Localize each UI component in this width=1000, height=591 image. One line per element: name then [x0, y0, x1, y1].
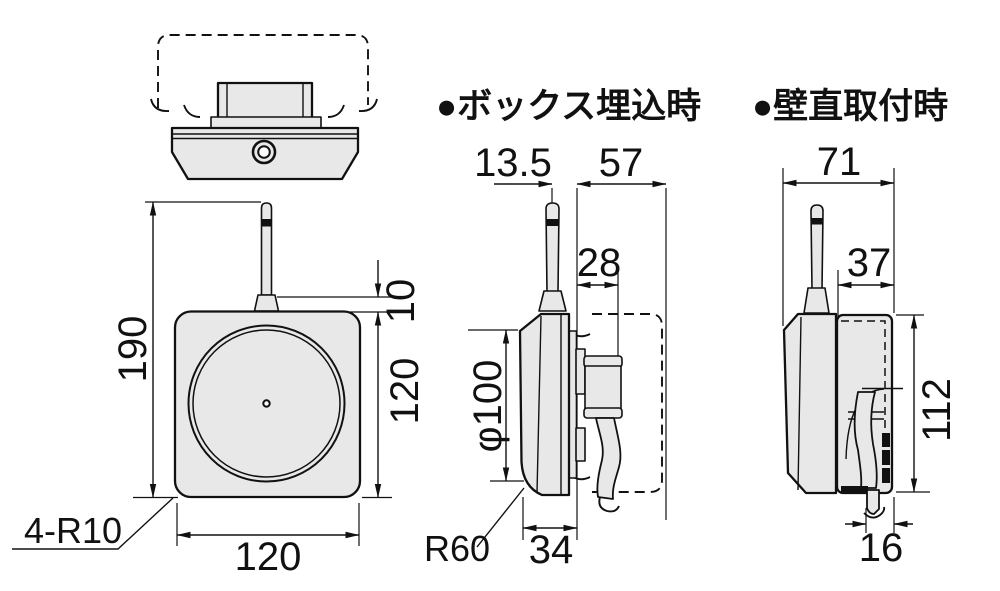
dim-total-height: 190 — [111, 201, 261, 499]
knob-inner — [257, 145, 271, 159]
top-view — [150, 34, 378, 181]
dim-body-width: 120 — [176, 503, 360, 579]
dim-cable-exit: 16 — [845, 497, 913, 570]
antenna-band — [811, 218, 823, 225]
antenna-band — [546, 219, 559, 226]
dim-speaker-diameter: φ100 — [466, 329, 524, 482]
dim-label-37: 37 — [847, 241, 892, 285]
dim-mount-height: 112 — [896, 314, 959, 493]
dim-body-height: 120 — [362, 311, 427, 499]
antenna-base — [253, 294, 280, 312]
antenna-shaft — [545, 202, 560, 293]
rear-box-top — [216, 81, 314, 120]
front-view: 190 10 120 120 4-R10 — [12, 201, 427, 579]
antenna — [253, 202, 280, 312]
break-mark — [183, 104, 201, 118]
wall-mount-title: ●壁直取付時 — [752, 87, 948, 126]
mount-tab — [575, 348, 586, 395]
center-hole — [262, 399, 271, 408]
dim-label-13-5: 13.5 — [474, 141, 552, 185]
embed-box-dashed-outline — [157, 34, 369, 108]
dim-label-120-side: 120 — [383, 358, 427, 425]
dim-label-10: 10 — [379, 279, 423, 324]
cable-tip — [863, 506, 886, 519]
dim-body-depth: 34 — [522, 497, 578, 572]
hidden-inner-outline — [841, 320, 886, 446]
dim-label-71: 71 — [817, 140, 862, 184]
box-embed-view: ●ボックス埋込時 13.5 57 28 — [424, 87, 701, 572]
note-label-R60: R60 — [424, 528, 490, 569]
note-corner-radius: 4-R10 — [12, 497, 174, 551]
break-mark — [358, 98, 378, 112]
dim-embed-depth: 57 — [576, 141, 667, 540]
antenna-band — [261, 219, 272, 227]
dim-box-depth: 28 — [576, 241, 622, 356]
bottom-strip — [841, 486, 868, 493]
dim-label-57: 57 — [599, 141, 644, 185]
dim-mount-depth: 37 — [837, 241, 895, 318]
antenna-side — [803, 204, 830, 314]
dim-label-phi100: φ100 — [466, 360, 510, 453]
speaker-grille-inner — [192, 329, 341, 478]
cable — [853, 391, 878, 489]
cable-exit — [866, 489, 880, 515]
dim-label-34: 34 — [529, 528, 574, 572]
note-body-radius: R60 — [424, 487, 525, 569]
break-mark — [150, 98, 170, 112]
body-seam — [797, 316, 802, 491]
vent-slot — [882, 433, 890, 447]
antenna-side — [538, 202, 567, 312]
wall-mount-view: ●壁直取付時 71 37 — [752, 87, 959, 570]
body-seam — [536, 315, 542, 494]
dim-antenna-offset: 10 — [277, 260, 423, 323]
dim-label-28: 28 — [577, 241, 622, 285]
rear-box-side — [583, 355, 623, 419]
antenna-shaft — [260, 202, 273, 296]
vent-slot — [882, 468, 890, 483]
dim-label-112: 112 — [915, 378, 959, 442]
vent-slot — [882, 450, 890, 465]
antenna-base — [538, 290, 567, 312]
flange-top — [210, 116, 322, 129]
break-mark — [327, 104, 345, 118]
speaker-body-side — [782, 312, 838, 495]
cable-tip — [598, 496, 620, 513]
antenna-base — [803, 287, 830, 314]
note-label-4R10: 4-R10 — [24, 510, 122, 551]
dim-label-120-bottom: 120 — [235, 535, 302, 579]
wall-box-dashed-outline — [592, 313, 663, 493]
dim-total-depth: 71 — [782, 140, 895, 326]
dim-label-16: 16 — [859, 526, 904, 570]
dim-label-190: 190 — [111, 316, 155, 383]
speaker-grille-outer — [187, 324, 346, 483]
antenna-shaft — [810, 204, 824, 291]
cable — [595, 417, 622, 500]
speaker-body-side — [518, 312, 571, 497]
mount-tab — [575, 427, 586, 462]
dim-antenna-to-wall: 13.5 — [474, 141, 553, 242]
box-embed-title: ●ボックス埋込時 — [436, 87, 701, 126]
